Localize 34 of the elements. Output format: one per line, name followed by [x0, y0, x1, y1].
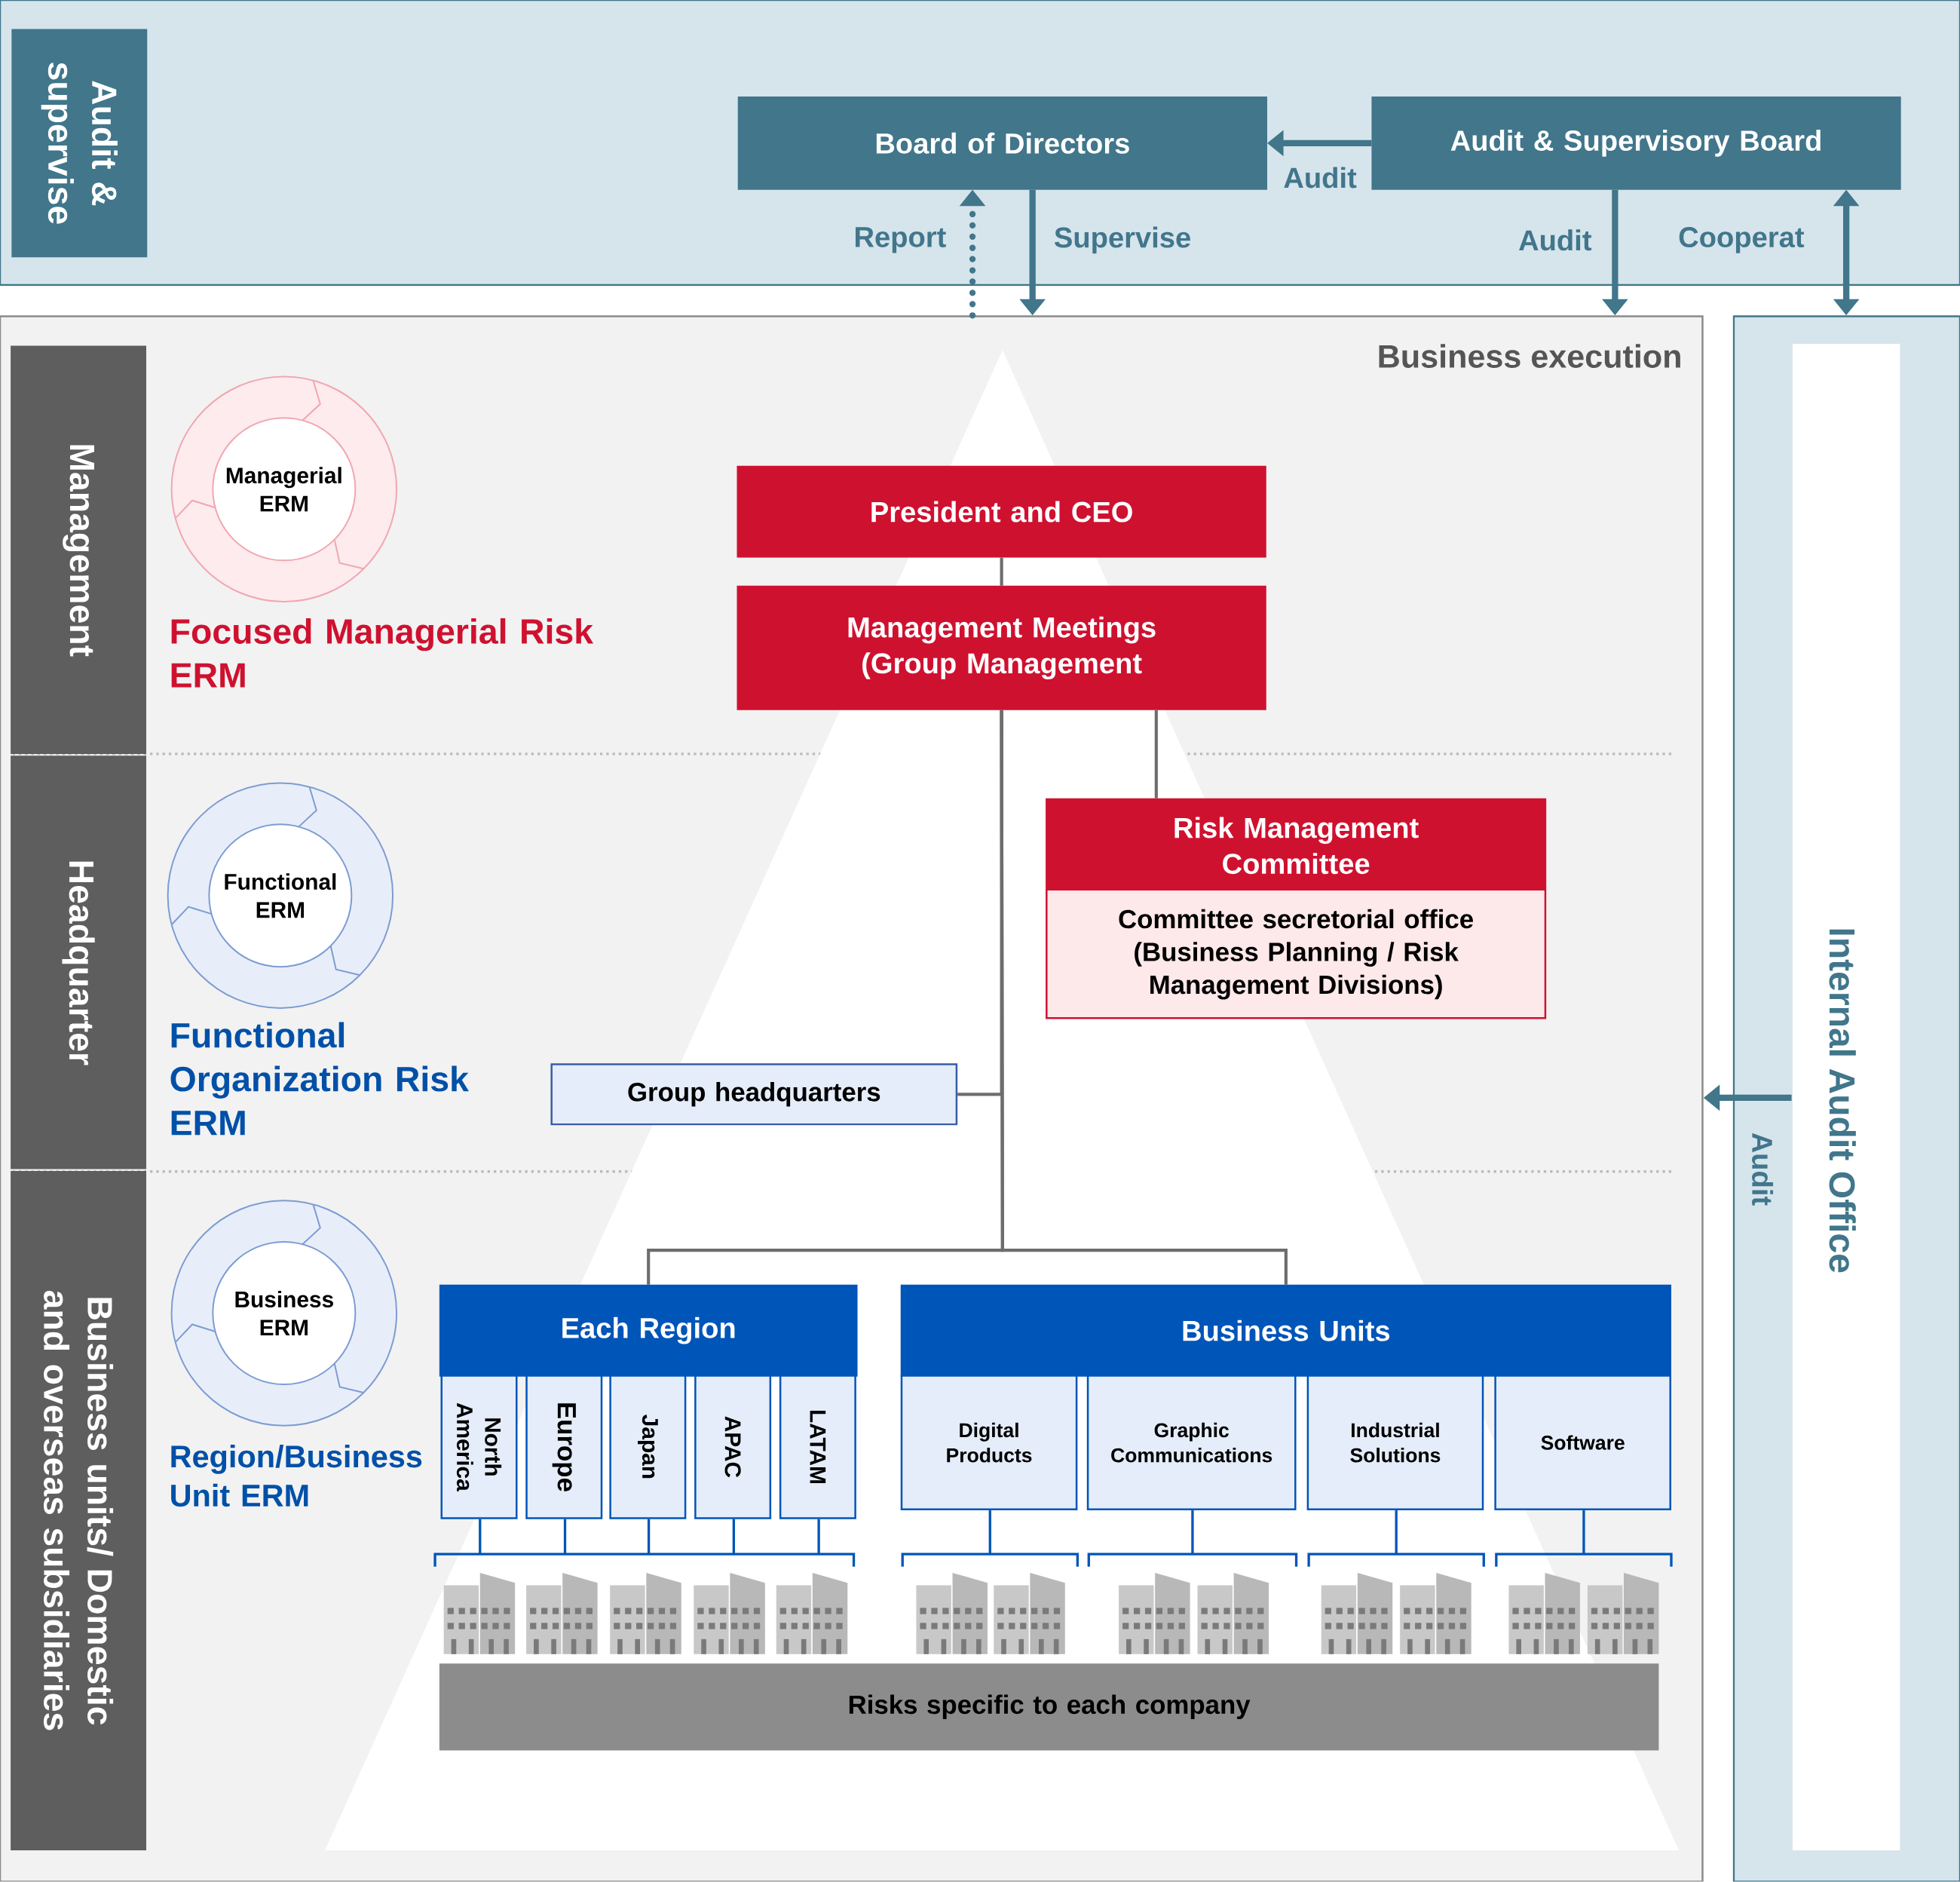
region-box: Europe: [525, 1375, 603, 1519]
group-header: Business Units: [900, 1285, 1671, 1377]
tier-label: Business units/ Domestic and overseas subsidiaries: [11, 1171, 146, 1851]
unit-box: Graphic Communications: [1086, 1375, 1297, 1511]
edge-label: Report: [852, 225, 948, 255]
executive-box: President and CEO: [737, 465, 1266, 558]
region-box: Japan: [609, 1375, 687, 1519]
erm-caption: Focused Managerial Risk ERM: [171, 618, 594, 688]
board-box: Board of Directors: [737, 97, 1267, 190]
erm-caption: Region/Business Unit ERM: [171, 1445, 422, 1507]
board-box: Audit & Supervisory Board: [1371, 97, 1901, 190]
audit-side-label: Audit & supervise: [11, 29, 148, 258]
erm-caption: Functional Organization Risk ERM: [170, 1022, 469, 1136]
meeting-box: Management Meetings (Group Management: [737, 586, 1266, 711]
edge-label: Audit: [1517, 228, 1594, 253]
connector-line: [1000, 710, 1288, 1285]
risk-bar: Risks specific to each company: [439, 1663, 1659, 1751]
unit-box: Digital Products: [900, 1375, 1078, 1511]
tier-label: Headquarter: [11, 756, 146, 1169]
region-box: APAC: [694, 1375, 772, 1519]
region-box: North America: [440, 1375, 518, 1519]
edge-label: Supervise: [1052, 225, 1193, 256]
connector-line: [1000, 557, 1003, 587]
region-box: LATAM: [779, 1375, 856, 1519]
edge-label: Cooperat: [1677, 225, 1806, 255]
connector-line: [1154, 710, 1158, 798]
edge-label: Audit: [1282, 166, 1358, 190]
committee-box: Risk Management Committee Committee secretorial office (Business Planning / Risk Management Divisions): [1046, 798, 1547, 1019]
edge-label: Audit: [1750, 1131, 1775, 1207]
group-header: Each Region: [439, 1285, 858, 1377]
unit-box: Software: [1494, 1375, 1671, 1511]
unit-box: Industrial Solutions: [1306, 1375, 1484, 1511]
headquarters-box: Group headquarters: [550, 1063, 958, 1126]
tier-label: Management: [11, 345, 146, 755]
